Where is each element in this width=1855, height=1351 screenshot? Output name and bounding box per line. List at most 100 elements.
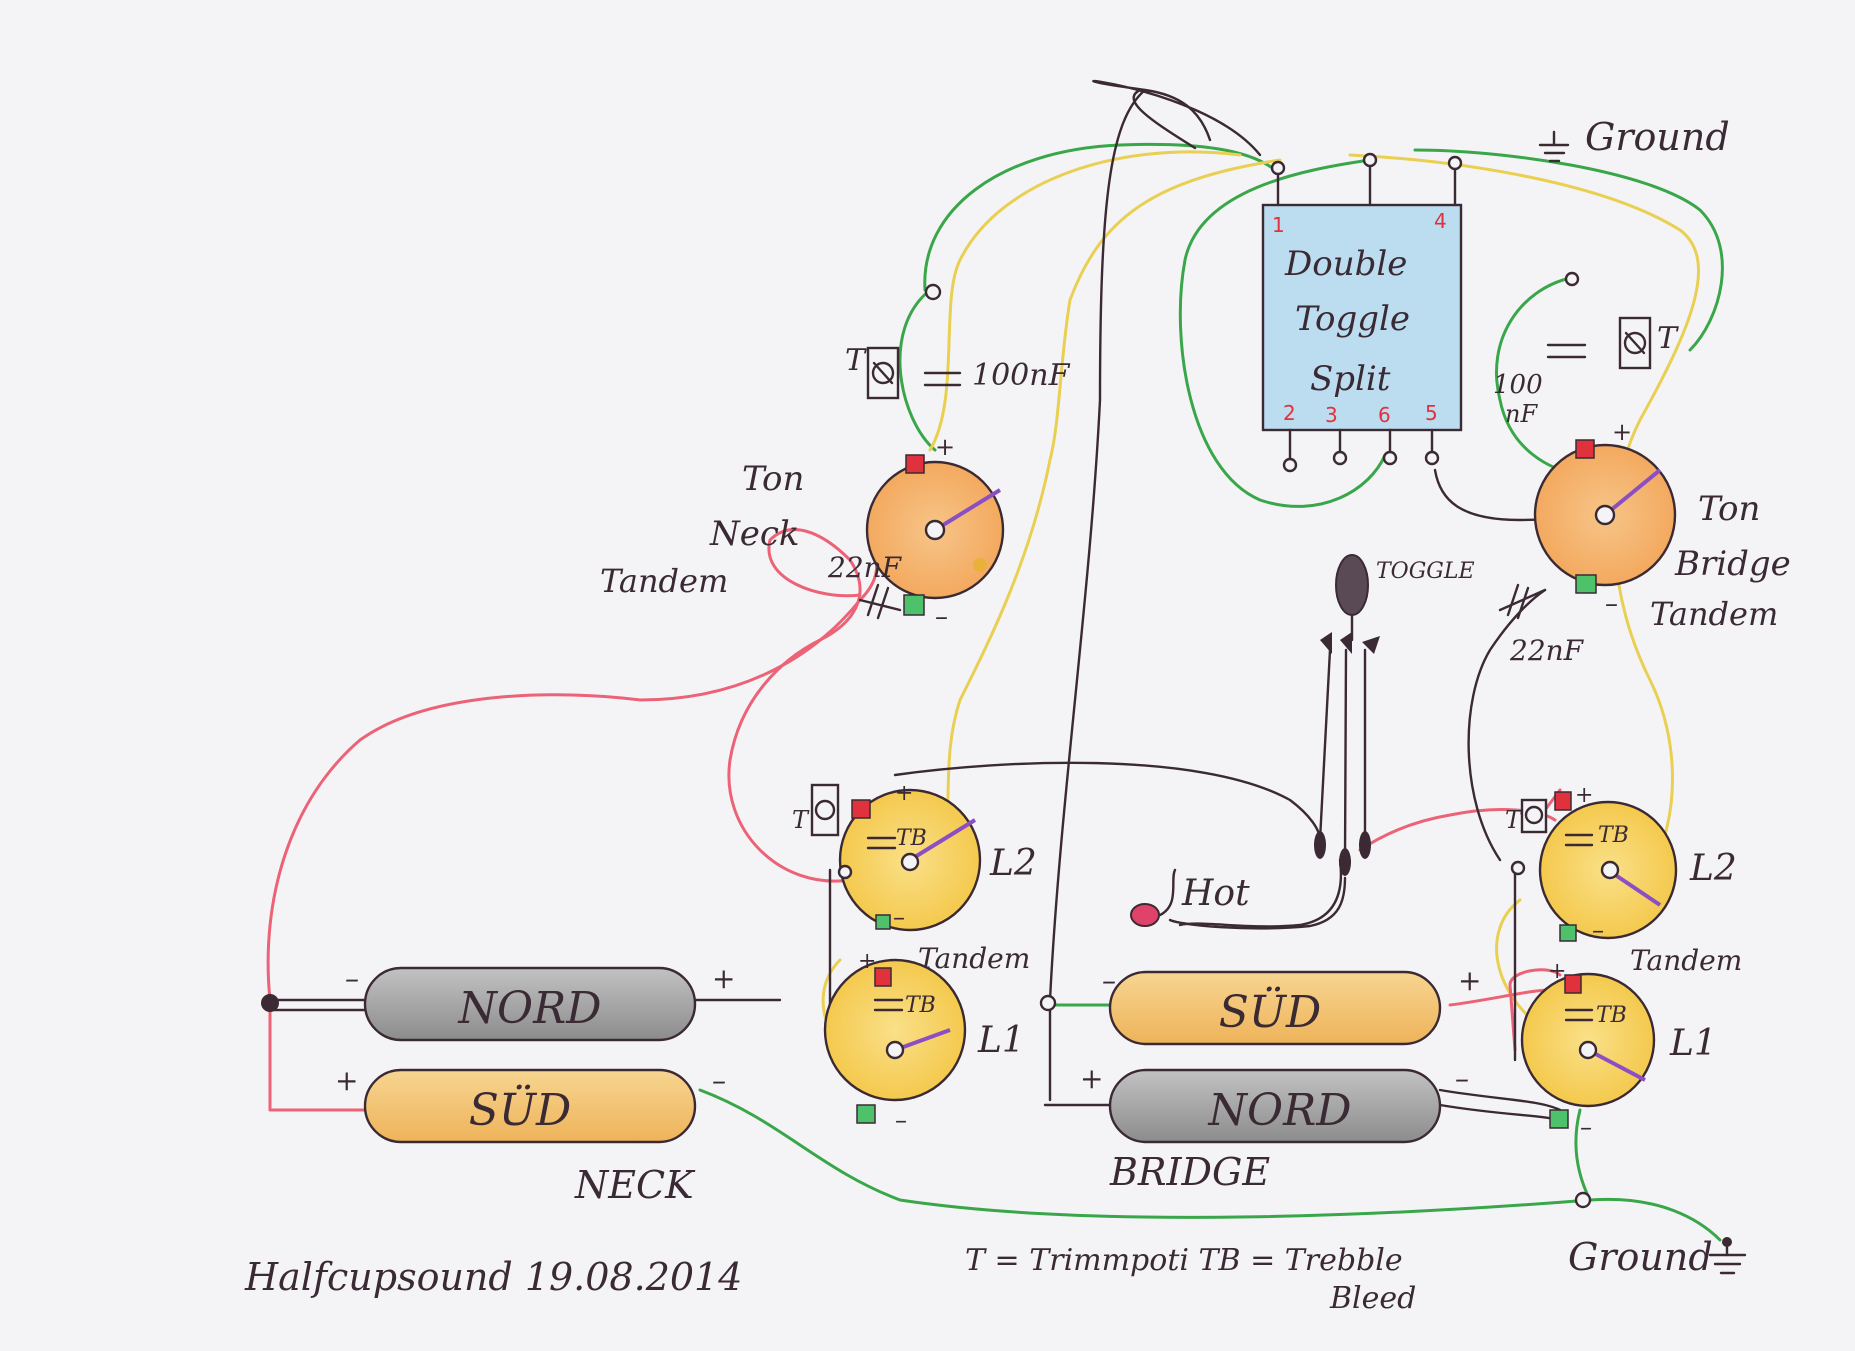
neck-pickup: NORD SÜD – + + – [261,962,735,1144]
switch-label-line: Toggle [1295,299,1410,339]
pickup-coil-label: SÜD [469,1083,572,1136]
tone-bridge-label: Bridge [1674,544,1791,584]
yellow-wire [938,158,1282,872]
green-wire [1178,158,1387,508]
hot-output-jack [1130,903,1160,927]
trimmer-label: T [845,343,867,378]
switch-box [1261,203,1463,432]
tb-label: TB [905,993,936,1018]
yellow-wire [1348,153,1701,872]
capacitor-label: 100 [1493,370,1543,400]
green-wire [698,1088,1722,1242]
neck-l2-pot: T TB + – [792,781,982,932]
black-wire [1467,588,1547,862]
plus-sign: + [1575,783,1593,808]
switch-pin [1332,450,1348,466]
plus-sign: + [1548,959,1566,984]
switch-pin [1424,450,1440,466]
signature-text: Halfcupsound 19.08.2014 [244,1255,742,1299]
green-wire [898,288,937,452]
junction-dot [1574,1191,1592,1209]
pickup-coil-label: SÜD [1219,985,1322,1038]
capacitor-label: 22nF [1509,634,1585,667]
red-wire [266,548,879,1002]
capacitor-label: 100nF [972,358,1071,393]
pot-lug [856,1104,876,1124]
neck-tone-pot: + – [865,433,1005,632]
minus-sign: – [345,962,359,995]
switch-pin [1362,152,1378,168]
black-wire [1438,1088,1562,1112]
ground-label: Ground [1585,115,1730,159]
pot-lug [1549,1109,1569,1129]
tone-neck-label: Ton [742,459,804,499]
capacitor-label: 22nF [827,551,903,584]
pickup-coil-label: NORD [1208,1085,1352,1136]
pot-lug [1564,974,1582,994]
plus-sign: + [935,433,955,461]
switch-pin [1447,155,1463,171]
ground-label: Ground [1568,1235,1713,1279]
trimmer-label: T [792,806,810,834]
bridge-l1-pot: TB + – [1520,959,1656,1141]
plus-sign: + [335,1064,358,1097]
tone-bridge-label: Ton [1698,489,1760,529]
switch-label-line: Split [1310,359,1391,399]
pickup-coil-nord [363,966,697,1042]
legend-text: T = Trimmpoti TB = Trebble [965,1243,1403,1278]
l1-label: L1 [977,1020,1025,1061]
tb-label: TB [1598,823,1629,848]
red-wire [268,1008,367,1112]
minus-sign: – [1580,1113,1592,1141]
plus-sign: + [895,781,913,806]
minus-sign: – [1455,1062,1469,1095]
bridge-label: BRIDGE [1109,1150,1270,1194]
plus-sign: + [1080,1062,1103,1095]
red-wire [727,528,862,883]
switch-pin-label: 3 [1325,403,1338,427]
neck-label: NECK [574,1163,696,1207]
legend-text: Bleed [1329,1281,1416,1316]
switch-pin-label: 5 [1425,401,1438,425]
bridge-trim-cap: T 100 nF [1493,271,1679,428]
ground-symbol [1708,1237,1747,1275]
black-wire [1438,1103,1562,1122]
switch-pin [1270,160,1286,176]
junction-dot [1039,994,1057,1012]
junction-dot [924,283,942,301]
black-wire [1048,88,1147,1102]
switch-pin-label: 2 [1283,401,1296,425]
green-wire [1413,148,1724,352]
tandem-label: Tandem [918,942,1030,975]
bridge-tone-pot: + – [1533,418,1677,619]
hot-label: Hot [1181,873,1250,914]
pickup-coil-label: NORD [458,983,602,1034]
switch-label-line: Double [1284,244,1407,284]
junction-dot [1564,271,1580,287]
tone-neck-label: Tandem [600,562,728,600]
yellow-wire [928,150,1242,452]
pot-lug [875,914,891,930]
trimmer-label: T [1657,321,1679,356]
black-wire [1092,79,1262,157]
minus-sign: – [1605,589,1618,619]
capacitor-label: nF [1505,400,1538,428]
minus-sign: – [1592,916,1604,944]
tb-label: TB [1596,1003,1627,1028]
pot-lug [1559,924,1577,942]
switch-pin [1382,450,1398,466]
l2-label: L2 [1689,848,1737,889]
bridge-pickup: SÜD NORD – + + – [1039,964,1592,1209]
bridge-l2-pot: T TB + – [1505,783,1678,944]
toggle-label: TOGGLE [1376,559,1475,584]
black-wire [1178,858,1343,928]
minus-sign: – [935,602,948,632]
junction-dot [261,994,279,1012]
green-wire [923,142,1277,292]
neck-trim-cap: T 100nF [845,283,1071,400]
pickup-coil-sud [363,1068,697,1144]
toggle-switch-block: 1 4 2 3 6 5 Double Toggle Split [1261,152,1463,473]
minus-sign: – [1102,964,1116,997]
black-wire [1132,88,1197,150]
